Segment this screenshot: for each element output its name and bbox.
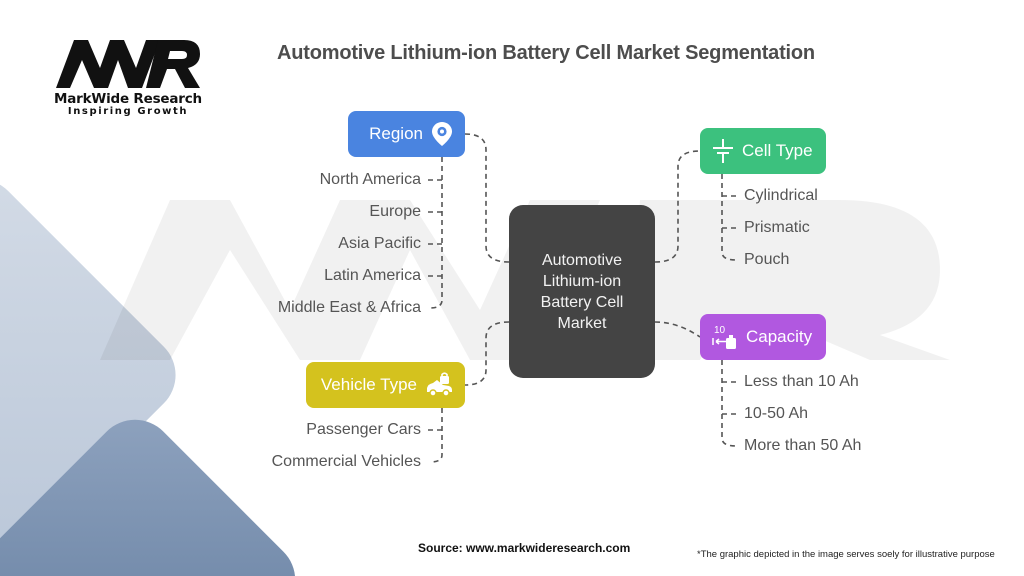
cell-type-item: Prismatic (744, 219, 810, 236)
segment-capacity-label: Capacity (746, 327, 813, 346)
brand-tagline: Inspiring Growth (67, 106, 189, 117)
segment-region-label: Region (369, 124, 423, 143)
vehicle-type-item: Commercial Vehicles (271, 453, 421, 470)
region-item: Asia Pacific (338, 235, 421, 252)
brand-logo: MarkWide Research Inspiring Growth (48, 38, 208, 117)
disclaimer-text: *The graphic depicted in the image serve… (697, 549, 995, 560)
page-title: Automotive Lithium-ion Battery Cell Mark… (277, 42, 815, 64)
brand-name: MarkWide Research (54, 91, 202, 107)
mwr-logo-icon (56, 40, 200, 88)
segment-region: Region (348, 111, 465, 157)
region-item: Latin America (324, 267, 421, 284)
capacity-item: More than 50 Ah (744, 437, 862, 454)
capacity-item: 10-50 Ah (744, 405, 809, 422)
center-node: Automotive Lithium-ion Battery Cell Mark… (509, 205, 655, 378)
region-item: Europe (369, 203, 421, 220)
capacity-icon: 10 (712, 325, 736, 349)
region-item: North America (319, 171, 421, 188)
location-gear-icon (432, 122, 452, 146)
capacity-item: Less than 10 Ah (744, 373, 859, 390)
car-icon (427, 372, 452, 397)
segment-vehicle-type-label: Vehicle Type (320, 375, 417, 394)
segment-cell-type: Cell Type (700, 128, 826, 174)
segment-vehicle-type: Vehicle Type (306, 362, 465, 408)
battery-cell-icon (713, 139, 733, 163)
source-text: Source: www.markwideresearch.com (418, 541, 631, 555)
segment-cell-type-label: Cell Type (742, 141, 813, 160)
cell-type-item: Pouch (744, 251, 790, 268)
cell-type-item: Cylindrical (744, 187, 818, 204)
region-item: Middle East & Africa (277, 299, 421, 316)
segment-capacity: 10 Capacity (700, 314, 826, 360)
vehicle-type-item: Passenger Cars (306, 421, 421, 438)
svg-text:10: 10 (714, 325, 726, 336)
